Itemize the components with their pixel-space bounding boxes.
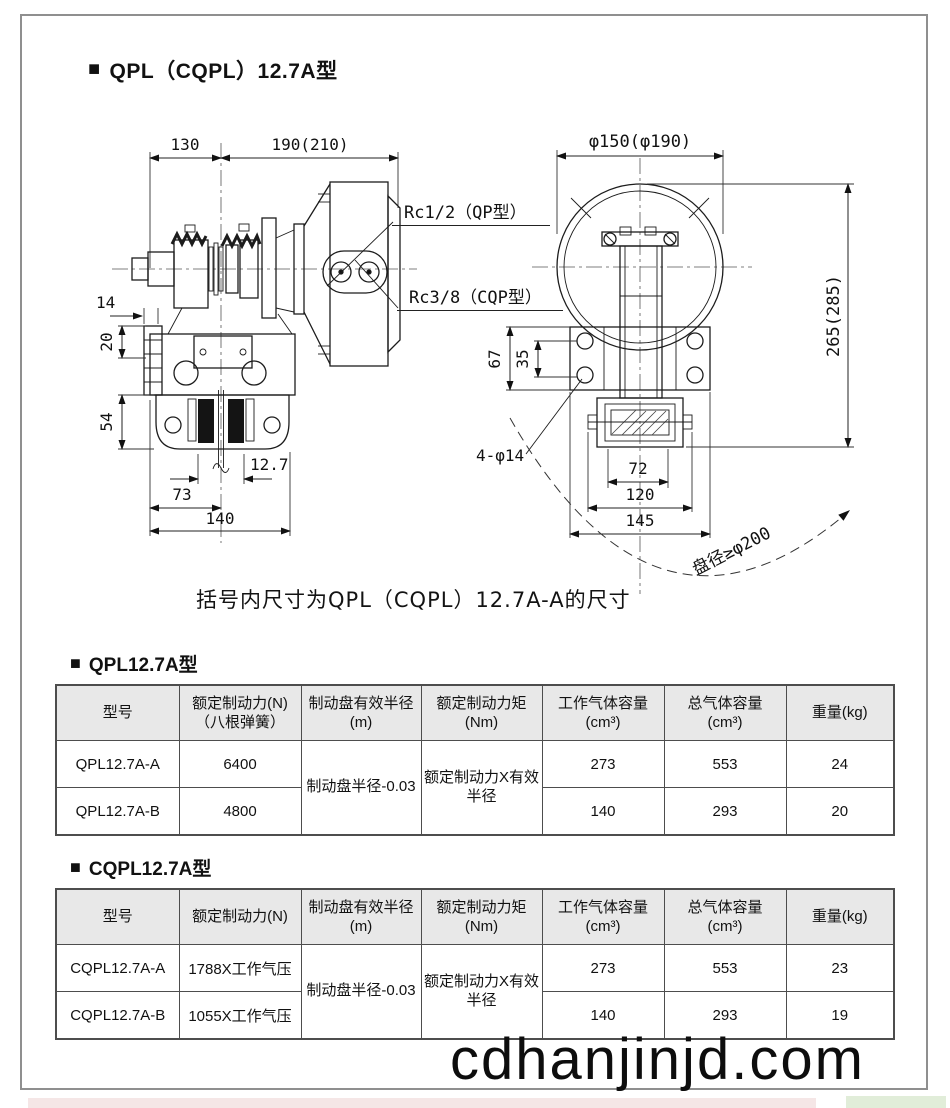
black-square-icon: ■ bbox=[70, 857, 81, 878]
cell-radius-merged: 制动盘半径-0.03 bbox=[300, 944, 422, 1040]
port-label-qp: Rc1/2（QP型） bbox=[392, 198, 550, 226]
table-row: CQPL12.7A-A 1788X工作气压 制动盘半径-0.03 额定制动力X有… bbox=[55, 944, 895, 1040]
qpl-spec-table: 型号 额定制动力(N)（八根弹簧） 制动盘有效半径(m) 额定制动力矩(Nm) … bbox=[55, 684, 895, 836]
cell-work-volume: 140 bbox=[541, 787, 665, 836]
col-header-radius: 制动盘有效半径(m) bbox=[300, 888, 422, 945]
table-header-row: 型号 额定制动力(N)（八根弹簧） 制动盘有效半径(m) 额定制动力矩(Nm) … bbox=[55, 684, 895, 741]
col-header-force: 额定制动力(N) bbox=[178, 888, 302, 945]
cell-force: 6400 bbox=[178, 740, 302, 788]
section-title-qpl-text: QPL12.7A型 bbox=[88, 655, 198, 676]
cqpl-spec-table: 型号 额定制动力(N) 制动盘有效半径(m) 额定制动力矩(Nm) 工作气体容量… bbox=[55, 888, 895, 1040]
cell-work-volume: 273 bbox=[541, 740, 665, 788]
col-header-radius: 制动盘有效半径(m) bbox=[300, 684, 422, 741]
cell-weight: 19 bbox=[785, 991, 895, 1040]
diaphragm-chamber bbox=[275, 181, 401, 367]
col-header-weight: 重量(kg) bbox=[785, 684, 895, 741]
bracket-note: 括号内尺寸为QPL（CQPL）12.7A-A的尺寸 bbox=[196, 588, 631, 612]
bottom-dimensions: 12.7 73 140 bbox=[149, 400, 291, 536]
cell-total-volume: 293 bbox=[663, 991, 787, 1040]
table-row: QPL12.7A-B 4800 140 293 20 bbox=[55, 787, 895, 836]
cell-force: 1788X工作气压 bbox=[178, 944, 302, 992]
section-title-cqpl-text: CQPL12.7A型 bbox=[88, 859, 212, 880]
dim-35: 35 bbox=[513, 349, 532, 368]
dim-disc-diameter-min: 盘径≥φ200 bbox=[689, 523, 774, 579]
diameter-dimension: φ150(φ190) bbox=[556, 132, 724, 234]
left-dimensions: 14 20 54 bbox=[96, 293, 159, 450]
cell-model: CQPL12.7A-B bbox=[55, 991, 180, 1040]
brake-side-view-drawing: 130 190(210) bbox=[96, 135, 417, 543]
brake-front-view-drawing: φ150(φ190) bbox=[476, 132, 854, 594]
section-title-qpl: ■ QPL12.7A型 bbox=[70, 650, 198, 677]
dim-145: 145 bbox=[626, 511, 655, 530]
dim-67: 67 bbox=[485, 349, 504, 368]
cell-weight: 20 bbox=[785, 787, 895, 836]
cell-torque-merged: 额定制动力X有效半径 bbox=[420, 944, 543, 1040]
dim-12-7: 12.7 bbox=[250, 455, 289, 474]
col-header-total-volume: 总气体容量(cm³) bbox=[663, 888, 787, 945]
leader-rc38 bbox=[354, 259, 399, 309]
cell-model: QPL12.7A-B bbox=[55, 787, 180, 836]
col-header-work-volume: 工作气体容量(cm³) bbox=[541, 888, 665, 945]
table-row: CQPL12.7A-B 1055X工作气压 140 293 19 bbox=[55, 991, 895, 1040]
page-title: ■ QPL（CQPL）12.7A型 bbox=[88, 55, 338, 85]
col-header-torque: 额定制动力矩(Nm) bbox=[420, 684, 543, 741]
leader-rc12 bbox=[326, 221, 394, 287]
dim-265-285: 265(285) bbox=[824, 275, 844, 357]
dim-dia150: φ150(φ190) bbox=[589, 132, 691, 152]
watermark-text: cdhanjinjd.com bbox=[450, 1027, 865, 1092]
cell-force: 4800 bbox=[178, 787, 302, 836]
cell-force: 1055X工作气压 bbox=[178, 991, 302, 1040]
col-header-force: 额定制动力(N)（八根弹簧） bbox=[178, 684, 302, 741]
dim-4-phi14: 4-φ14 bbox=[476, 446, 524, 465]
table-row: QPL12.7A-A 6400 制动盘半径-0.03 额定制动力X有效半径 27… bbox=[55, 740, 895, 836]
dim-120: 120 bbox=[626, 485, 655, 504]
height-dimension: 265(285) bbox=[647, 183, 854, 448]
cell-total-volume: 293 bbox=[663, 787, 787, 836]
section-title-cqpl: ■ CQPL12.7A型 bbox=[70, 854, 211, 881]
bottom-strip-pink bbox=[28, 1098, 816, 1108]
dim-72: 72 bbox=[628, 459, 647, 478]
dim-14: 14 bbox=[96, 293, 115, 312]
page-title-text: QPL（CQPL）12.7A型 bbox=[109, 60, 338, 83]
table-header-row: 型号 额定制动力(N) 制动盘有效半径(m) 额定制动力矩(Nm) 工作气体容量… bbox=[55, 888, 895, 945]
col-header-total-volume: 总气体容量(cm³) bbox=[663, 684, 787, 741]
cell-model: CQPL12.7A-A bbox=[55, 944, 180, 992]
top-dimensions: 130 190(210) bbox=[149, 135, 399, 268]
dim-190-210: 190(210) bbox=[271, 135, 348, 154]
centerlines bbox=[112, 143, 417, 543]
col-header-model: 型号 bbox=[55, 684, 180, 741]
cell-weight: 24 bbox=[785, 740, 895, 788]
cell-work-volume: 273 bbox=[541, 944, 665, 992]
dim-73: 73 bbox=[172, 485, 191, 504]
pad-assembly bbox=[587, 397, 693, 448]
dim-130: 130 bbox=[171, 135, 200, 154]
port-label-cqp: Rc3/8（CQP型） bbox=[397, 283, 563, 311]
cell-total-volume: 553 bbox=[663, 944, 787, 992]
cell-weight: 23 bbox=[785, 944, 895, 992]
col-header-torque: 额定制动力矩(Nm) bbox=[420, 888, 543, 945]
actuator-assembly bbox=[131, 217, 277, 319]
bottom-dimensions: 72 120 145 bbox=[569, 392, 711, 538]
col-header-work-volume: 工作气体容量(cm³) bbox=[541, 684, 665, 741]
centerlines bbox=[532, 158, 752, 594]
cell-work-volume: 140 bbox=[541, 991, 665, 1040]
black-square-icon: ■ bbox=[70, 653, 81, 674]
cell-total-volume: 553 bbox=[663, 740, 787, 788]
cell-radius-merged: 制动盘半径-0.03 bbox=[300, 740, 422, 836]
dim-140: 140 bbox=[206, 509, 235, 528]
caliper-body bbox=[143, 307, 296, 473]
diaphragm-housing bbox=[556, 183, 724, 351]
dim-54: 54 bbox=[97, 412, 116, 431]
bottom-strip-green bbox=[846, 1096, 946, 1108]
dim-20: 20 bbox=[97, 332, 116, 351]
disc-arc: 盘径≥φ200 bbox=[509, 417, 850, 580]
col-header-model: 型号 bbox=[55, 888, 180, 945]
black-square-icon: ■ bbox=[88, 58, 101, 81]
col-header-weight: 重量(kg) bbox=[785, 888, 895, 945]
side-dimensions: 67 35 4-φ14 bbox=[476, 326, 583, 465]
cell-model: QPL12.7A-A bbox=[55, 740, 180, 788]
cell-torque-merged: 额定制动力X有效半径 bbox=[420, 740, 543, 836]
